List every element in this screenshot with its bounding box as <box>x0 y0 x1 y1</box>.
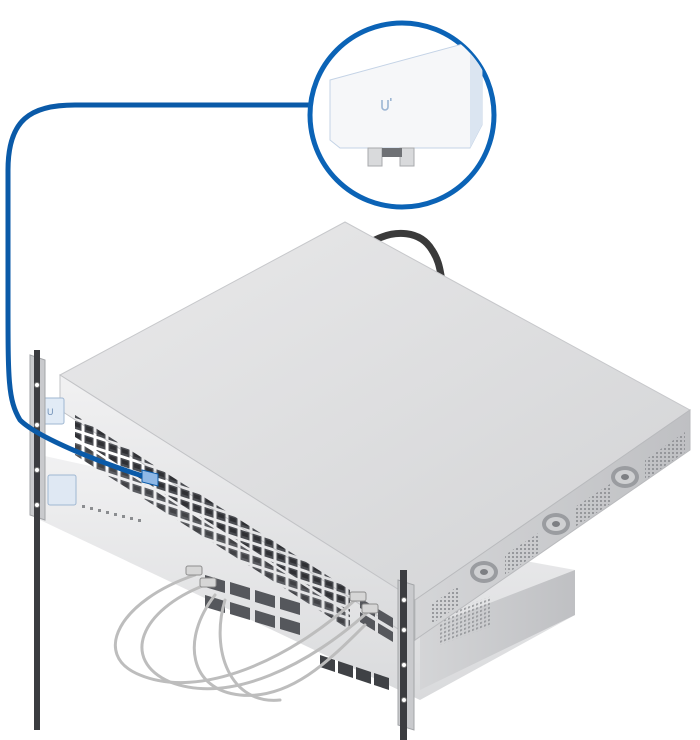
lower-switch-vent <box>440 596 490 645</box>
upper-switch: U <box>39 221 691 642</box>
ethernet-port <box>382 148 402 157</box>
fan-icon <box>470 561 498 583</box>
power-cable <box>371 229 446 284</box>
upper-switch-vent <box>645 432 685 480</box>
upper-switch-rj45-ports <box>75 440 350 630</box>
lower-switch-rj45-ports <box>320 655 389 690</box>
fan-icon <box>611 466 639 488</box>
svg-text:U: U <box>47 407 54 417</box>
ubiquiti-logo-icon <box>381 98 392 111</box>
ethernet-cable <box>5 102 313 481</box>
upper-switch-rj45-ports <box>75 415 350 612</box>
upper-switch-vent <box>575 484 610 527</box>
rack-post-right <box>400 570 407 740</box>
access-point-callout <box>307 20 497 210</box>
mounting-bracket <box>399 147 415 167</box>
upper-switch-vent <box>430 585 460 625</box>
rack-post-left <box>34 350 40 730</box>
upper-switch-vent <box>505 532 540 575</box>
fan-icon <box>542 513 570 535</box>
ethernet-plug <box>141 469 159 487</box>
lower-switch-sfp-ports <box>205 575 300 635</box>
fiber-patch-cables <box>113 573 372 702</box>
lower-switch-leds <box>82 505 141 522</box>
rack-rails <box>29 350 415 740</box>
fiber-connectors <box>185 565 379 614</box>
lower-switch-side <box>420 570 575 690</box>
access-point <box>329 41 483 167</box>
lower-switch-logo-panel <box>47 474 77 506</box>
ubiquiti-logo-icon: U <box>39 397 65 425</box>
mounting-bracket <box>367 147 383 167</box>
